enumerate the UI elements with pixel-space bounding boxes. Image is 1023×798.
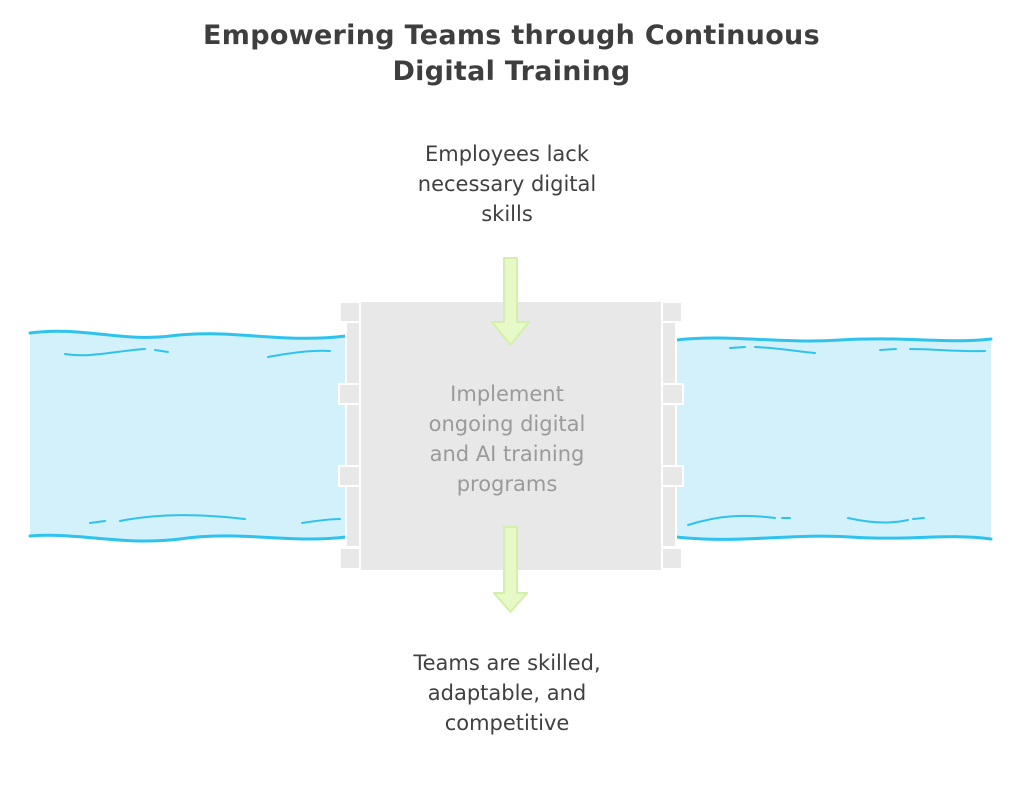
river-left-bottom-bank (28, 533, 348, 543)
page-title: Empowering Teams through Continuous Digi… (0, 18, 1023, 90)
title-line-1: Empowering Teams through Continuous (203, 20, 820, 51)
river-right-ripple (879, 348, 897, 351)
solution-line-2: ongoing digital (428, 412, 586, 436)
outcome-line-2: adaptable, and (427, 681, 587, 705)
down-arrow-icon (493, 526, 528, 613)
bridge-post (338, 465, 361, 487)
river-right-ripple (912, 517, 925, 520)
outcome-line-1: Teams are skilled, (413, 651, 601, 675)
outcome-statement: Teams are skilled, adaptable, and compet… (357, 648, 657, 738)
bridge-post (339, 301, 361, 323)
solution-statement: Implement ongoing digital and AI trainin… (357, 379, 657, 499)
river-right (674, 336, 993, 541)
river-left-ripple (89, 520, 106, 524)
problem-line-3: skills (481, 202, 533, 226)
river-right-bottom-bank (674, 534, 993, 541)
bridge-post (338, 383, 361, 405)
bridge-post (661, 465, 684, 487)
arrow-out-shape (493, 526, 528, 613)
river-right-top-bank (674, 336, 993, 343)
river-left (28, 329, 348, 543)
solution-line-4: programs (456, 472, 558, 496)
solution-line-1: Implement (450, 382, 564, 406)
outcome-line-3: competitive (444, 711, 570, 735)
arrow-in-shape (491, 257, 530, 346)
river-right-ripple (847, 517, 909, 524)
river-right-ripple (687, 514, 776, 526)
river-left-top-bank (28, 329, 348, 340)
bridge-illustration (338, 301, 684, 570)
bridge-rail-right (661, 321, 677, 548)
down-arrow-icon (491, 257, 530, 346)
river-left-ripple (64, 348, 146, 357)
river-right-ripple (729, 346, 746, 349)
river-left-ripple (267, 349, 331, 358)
river-right-water (676, 338, 991, 540)
problem-statement: Employees lack necessary digital skills (357, 139, 657, 229)
river-left-ripple (301, 518, 341, 524)
river-right-ripple (909, 348, 986, 353)
bridge-post (661, 301, 683, 323)
river-left-water (30, 331, 346, 541)
river-left-ripple (154, 349, 169, 353)
bridge-post (661, 383, 684, 405)
problem-line-2: necessary digital (417, 172, 597, 196)
bridge-post (339, 547, 361, 570)
problem-line-1: Employees lack (424, 142, 590, 166)
title-line-2: Digital Training (392, 56, 631, 87)
river-left-ripple (119, 514, 246, 522)
river-right-ripple (754, 346, 816, 354)
bridge-post (661, 547, 683, 570)
solution-line-3: and AI training (429, 442, 585, 466)
bridge-deck (360, 302, 662, 570)
